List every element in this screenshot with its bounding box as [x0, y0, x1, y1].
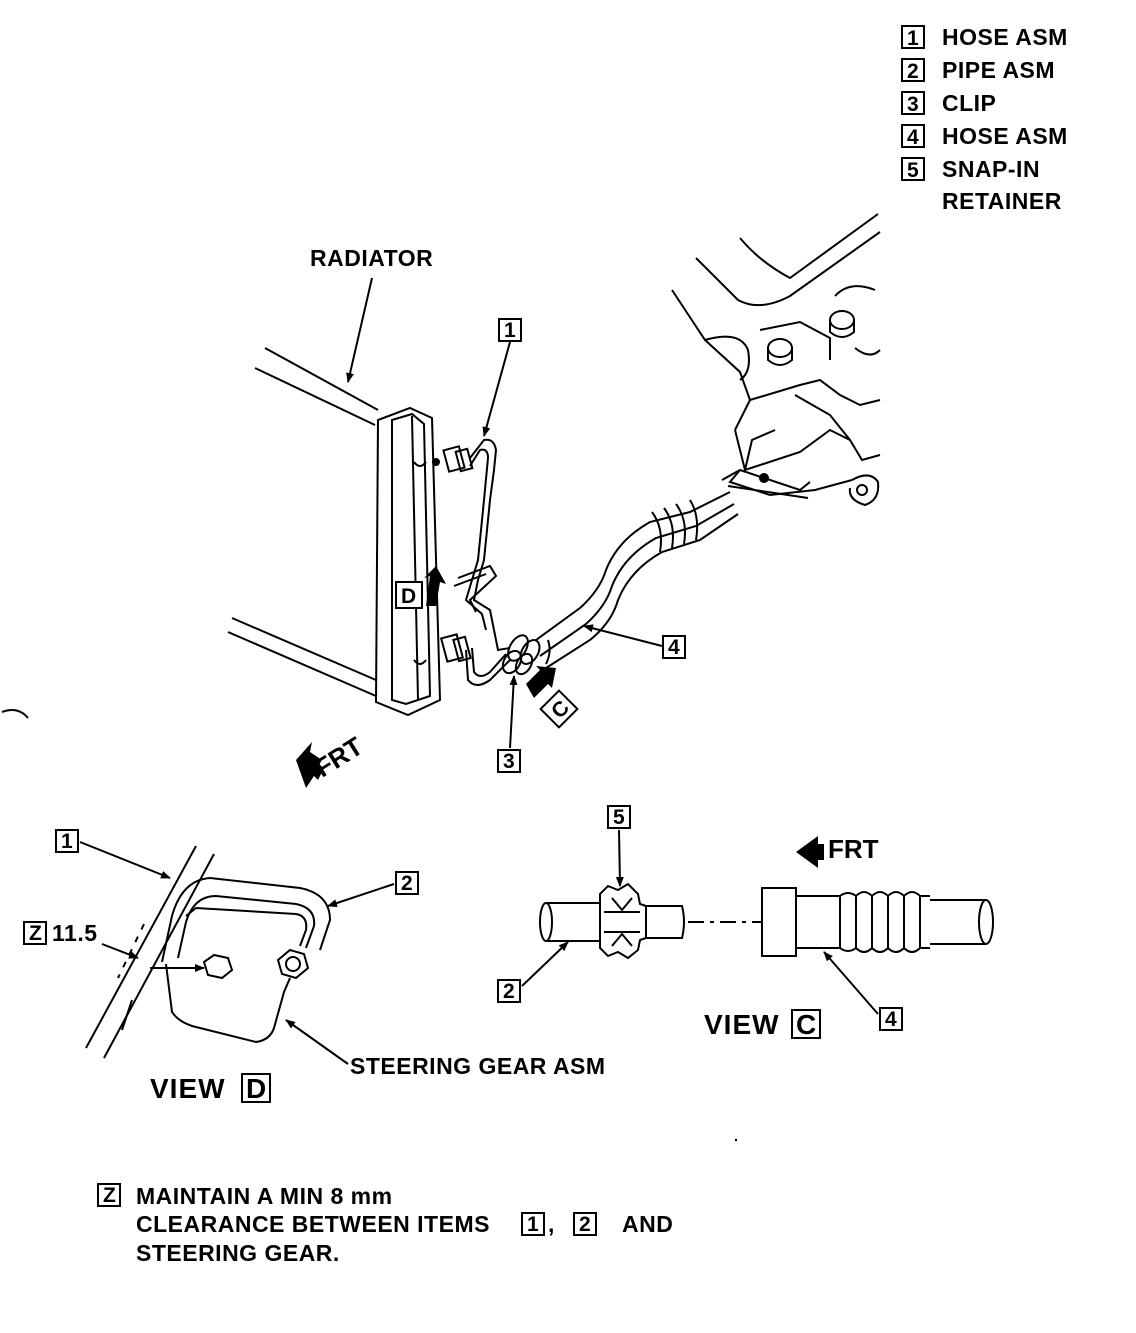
legend-item-2: 2 PIPE ASM [901, 57, 1055, 83]
note-line-3: STEERING GEAR. [136, 1240, 340, 1266]
radiator [227, 347, 442, 717]
cooler-lines [439, 438, 739, 686]
legend-text-5-cont: RETAINER [942, 188, 1062, 214]
note-item-1: 1 [527, 1213, 539, 1236]
view-d-letter: D [246, 1073, 267, 1104]
frt-label-view-c: FRT [828, 834, 879, 864]
legend-text-5: SNAP-IN [942, 156, 1040, 182]
view-c-letter: C [796, 1009, 817, 1040]
callout-3-num: 3 [503, 750, 515, 773]
view-d-marker: D [395, 566, 446, 609]
legend-text-4: HOSE ASM [942, 123, 1068, 149]
view-d-callout-1-num: 1 [61, 830, 73, 853]
frt-arrow-view-c: FRT [796, 834, 879, 868]
view-d-callout-1: 1 [55, 829, 171, 879]
view-c-callout-2-num: 2 [503, 980, 515, 1003]
z-dimension-value: 11.5 [52, 920, 98, 946]
radiator-leader [346, 277, 373, 383]
view-d-marker-letter: D [401, 585, 416, 608]
z-dimension-letter: Z [29, 922, 42, 945]
view-d-detail [85, 845, 332, 1059]
frt-arrow-main: FRT [296, 731, 368, 788]
note-item-2: 2 [579, 1213, 591, 1236]
view-c-callout-4-num: 4 [885, 1008, 897, 1031]
radiator-label: RADIATOR [310, 245, 433, 271]
engine-block [671, 213, 881, 507]
steering-gear-leader [285, 1019, 349, 1065]
legend-num-2: 2 [907, 60, 919, 83]
view-d-word: VIEW [150, 1073, 226, 1104]
hose-bracket [721, 468, 811, 499]
view-c-callout-5: 5 [607, 805, 631, 887]
view-c-callout-5-num: 5 [613, 806, 625, 829]
legend-item-5: 5 SNAP-IN [901, 156, 1040, 182]
legend-text-2: PIPE ASM [942, 57, 1055, 83]
stray-mark [1, 709, 29, 719]
note-line-2: CLEARANCE BETWEEN ITEMS [136, 1211, 490, 1237]
legend-num-5: 5 [907, 159, 919, 182]
view-c-detail [539, 882, 994, 960]
callout-4: 4 [583, 624, 686, 659]
note-line-1: MAINTAIN A MIN 8 mm [136, 1183, 393, 1209]
view-c-title: VIEW C [704, 1009, 821, 1040]
view-d-callout-2: 2 [327, 871, 419, 907]
callout-1: 1 [482, 318, 522, 437]
legend: 1 HOSE ASM 2 PIPE ASM 3 CLIP 4 HOSE ASM … [901, 24, 1068, 214]
stray-dot [734, 1138, 738, 1142]
legend-num-4: 4 [907, 126, 919, 149]
z-dimension: Z 11.5 [23, 920, 98, 946]
view-c-marker: C [526, 666, 579, 729]
callout-4-num: 4 [668, 636, 680, 659]
view-c-callout-2: 2 [497, 941, 569, 1003]
legend-text-3: CLIP [942, 90, 996, 116]
note-letter: Z [103, 1184, 116, 1207]
legend-item-1: 1 HOSE ASM [901, 24, 1068, 50]
callout-1-num: 1 [504, 319, 516, 342]
legend-item-4: 4 HOSE ASM [901, 123, 1068, 149]
legend-num-3: 3 [907, 93, 919, 116]
legend-text-1: HOSE ASM [942, 24, 1068, 50]
clearance-note: Z MAINTAIN A MIN 8 mm CLEARANCE BETWEEN … [97, 1183, 673, 1266]
view-d-title: VIEW D [150, 1073, 271, 1104]
steering-gear-label: STEERING GEAR ASM [350, 1053, 606, 1079]
legend-item-3: 3 CLIP [901, 90, 996, 116]
callout-3: 3 [497, 675, 521, 773]
view-c-word: VIEW [704, 1009, 780, 1040]
note-and: AND [622, 1211, 673, 1237]
note-sep: , [548, 1211, 555, 1237]
view-c-callout-4: 4 [823, 951, 903, 1031]
legend-num-1: 1 [907, 27, 919, 50]
view-d-callout-2-num: 2 [401, 872, 413, 895]
